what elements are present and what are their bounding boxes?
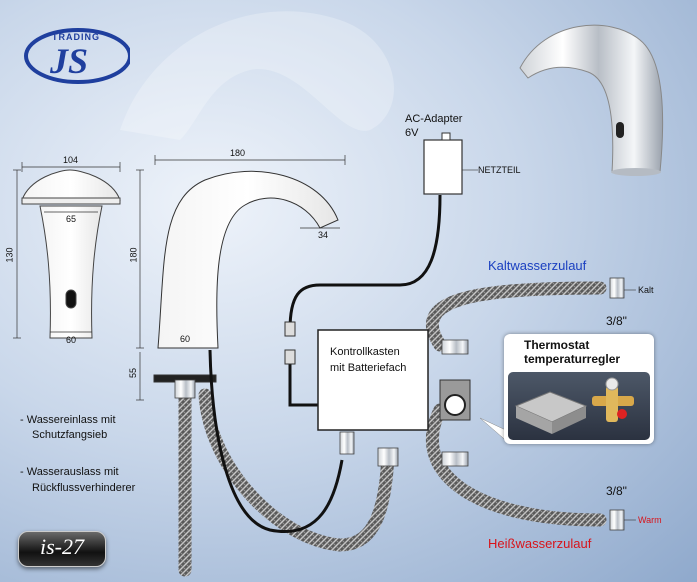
front-width-top-label: 104 bbox=[63, 155, 79, 165]
hot-supply-title: Heißwasserzulauf bbox=[488, 536, 592, 551]
cable-connector bbox=[284, 321, 296, 337]
thermostat-device-icon bbox=[514, 377, 634, 434]
thermostat-photo bbox=[508, 372, 650, 440]
side-shank-label: 55 bbox=[128, 367, 139, 379]
note-inlet-line1: - Wassereinlass mit bbox=[20, 414, 116, 426]
background-faucet-watermark bbox=[120, 11, 394, 141]
solenoid-valve bbox=[439, 379, 471, 421]
logo-initials: JS bbox=[50, 41, 89, 81]
note-inlet-line2: Schutzfangsieb bbox=[32, 429, 108, 441]
cold-tag: Kalt bbox=[638, 285, 654, 295]
front-sensor-window bbox=[65, 289, 77, 309]
cold-supply-title: Kaltwasserzulauf bbox=[488, 258, 587, 273]
thermostat-title-line2: temperaturregler bbox=[524, 352, 621, 366]
note-outlet-line2: Rückflussverhinderer bbox=[32, 482, 136, 494]
front-view-faucet bbox=[21, 169, 121, 339]
logo-trading-word: TRADING bbox=[52, 32, 100, 42]
hot-supply-size: 3/8" bbox=[606, 484, 627, 498]
model-badge: is-27 bbox=[18, 531, 106, 567]
adapter-tag: NETZTEIL bbox=[478, 165, 521, 175]
note-outlet-line1: - Wasserauslass mit bbox=[20, 466, 119, 478]
front-inner-width-label: 65 bbox=[66, 214, 77, 224]
js-trading-logo: TRADING JS bbox=[20, 22, 132, 84]
adapter-label-line2: 6V bbox=[405, 127, 419, 139]
side-view-faucet bbox=[153, 170, 339, 383]
front-view-dimensions bbox=[13, 162, 121, 339]
sensor-window bbox=[616, 122, 624, 138]
sensor-cables bbox=[208, 194, 442, 533]
side-height-label: 180 bbox=[128, 247, 139, 263]
front-base-width-label: 60 bbox=[66, 335, 77, 345]
side-outlet-label: 34 bbox=[318, 230, 329, 240]
warm-tag: Warm bbox=[638, 515, 662, 525]
side-reach-label: 180 bbox=[230, 148, 246, 158]
ac-adapter bbox=[423, 132, 463, 195]
control-box-line1: Kontrollkasten bbox=[330, 346, 400, 358]
side-base-label: 60 bbox=[180, 334, 191, 344]
cold-supply-size: 3/8" bbox=[606, 314, 627, 328]
cable-connector bbox=[284, 349, 296, 365]
adapter-label-line1: AC-Adapter bbox=[405, 113, 463, 125]
model-number: is-27 bbox=[40, 534, 84, 559]
control-box bbox=[317, 329, 429, 431]
thermostat-title-line1: Thermostat bbox=[524, 338, 590, 352]
control-box-line2: mit Batteriefach bbox=[330, 362, 407, 374]
front-height-label: 130 bbox=[4, 247, 15, 263]
faucet-product-photo bbox=[519, 24, 664, 176]
